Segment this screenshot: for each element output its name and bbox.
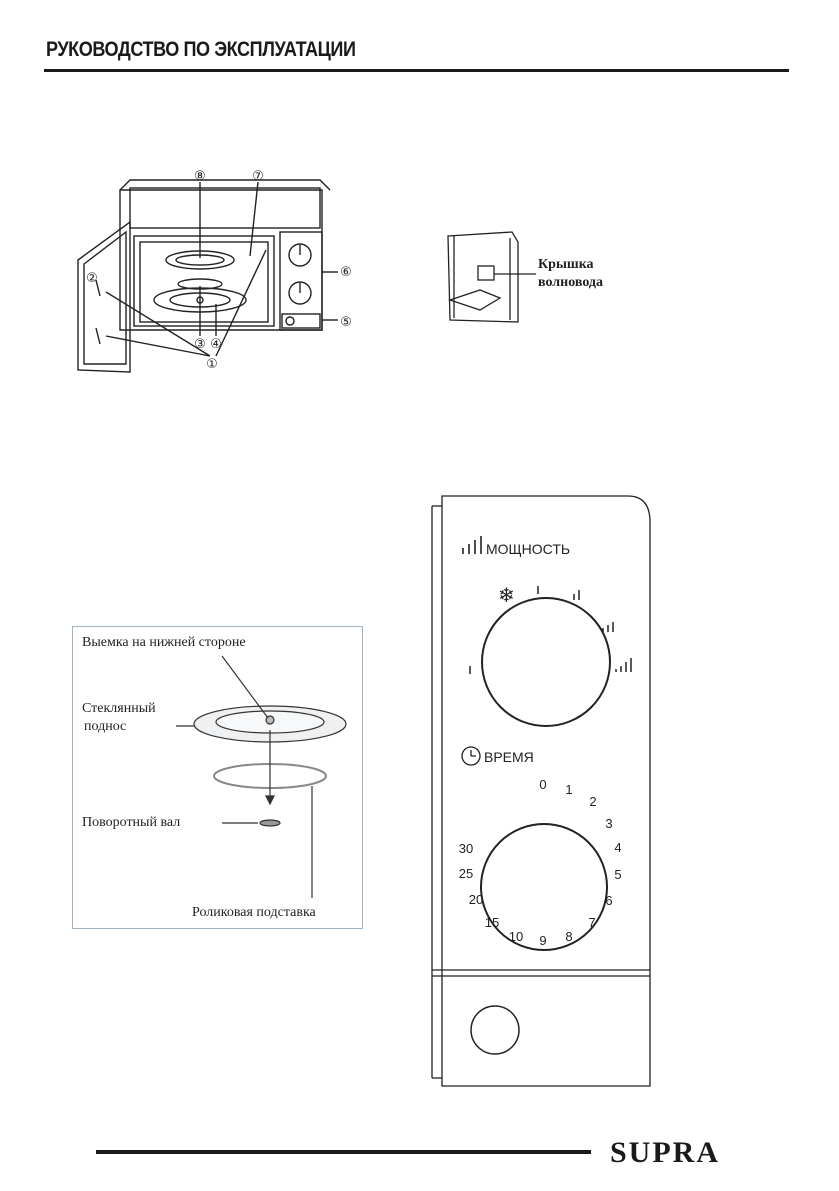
shaft-label: Поворотный вал — [82, 815, 180, 830]
power-bars-icon — [462, 536, 482, 554]
callout-7: ⑦ — [252, 169, 264, 184]
timer-mark: 5 — [614, 867, 621, 882]
page-title: РУКОВОДСТВО ПО ЭКСПЛУАТАЦИИ — [46, 38, 356, 61]
timer-knob[interactable] — [480, 823, 608, 951]
notch-label: Выемка на нижней стороне — [82, 635, 246, 650]
footer-divider — [96, 1150, 591, 1154]
turntable-diagram: Выемка на нижней стороне Стеклянный подн… — [72, 626, 363, 929]
power-knob[interactable] — [481, 597, 611, 727]
snowflake-icon: ❄ — [498, 583, 515, 607]
timer-mark: 1 — [565, 782, 572, 797]
brand-logo: SUPRA — [610, 1136, 721, 1169]
callout-6: ⑥ — [340, 265, 352, 280]
callout-2: ② — [86, 271, 98, 286]
door-release-button[interactable] — [470, 1005, 520, 1055]
control-panel: МОЩНОСТЬ ❄ ВРЕМЯ 0 1 2 3 4 5 6 7 8 9 10 … — [431, 495, 651, 1087]
tray-label-line2: поднос — [84, 719, 126, 734]
timer-mark: 2 — [589, 794, 596, 809]
timer-mark: 25 — [459, 866, 473, 881]
waveguide-label-line2: волновода — [538, 275, 603, 290]
callout-4: ④ — [210, 337, 222, 352]
callout-5: ⑤ — [340, 315, 352, 330]
timer-mark: 20 — [469, 892, 483, 907]
timer-mark: 30 — [459, 841, 473, 856]
power-level-5-icon — [615, 658, 632, 672]
timer-mark: 9 — [539, 933, 546, 948]
callout-1: ① — [206, 357, 218, 372]
power-level-3-icon — [573, 590, 580, 600]
power-level-4-icon — [602, 622, 614, 632]
tray-label-line1: Стеклянный — [82, 701, 156, 716]
header-divider — [44, 69, 789, 72]
callout-3: ③ — [194, 337, 206, 352]
waveguide-cover-diagram: Крышка волновода — [447, 231, 603, 323]
time-title: ВРЕМЯ — [484, 749, 534, 765]
microwave-oven-diagram: ⑧ ⑦ ② ⑥ ③ ④ ⑤ ① — [77, 169, 352, 373]
power-title: МОЩНОСТЬ — [486, 541, 570, 557]
timer-mark: 8 — [565, 929, 572, 944]
timer-mark: 7 — [588, 915, 595, 930]
timer-mark: 0 — [539, 777, 546, 792]
timer-mark: 4 — [614, 840, 621, 855]
roller-label: Роликовая подставка — [192, 905, 317, 920]
timer-mark: 3 — [605, 816, 612, 831]
callout-8: ⑧ — [194, 169, 206, 184]
timer-mark: 6 — [605, 893, 612, 908]
timer-mark: 15 — [485, 915, 499, 930]
timer-mark: 10 — [509, 929, 523, 944]
waveguide-label-line1: Крышка — [538, 257, 594, 272]
